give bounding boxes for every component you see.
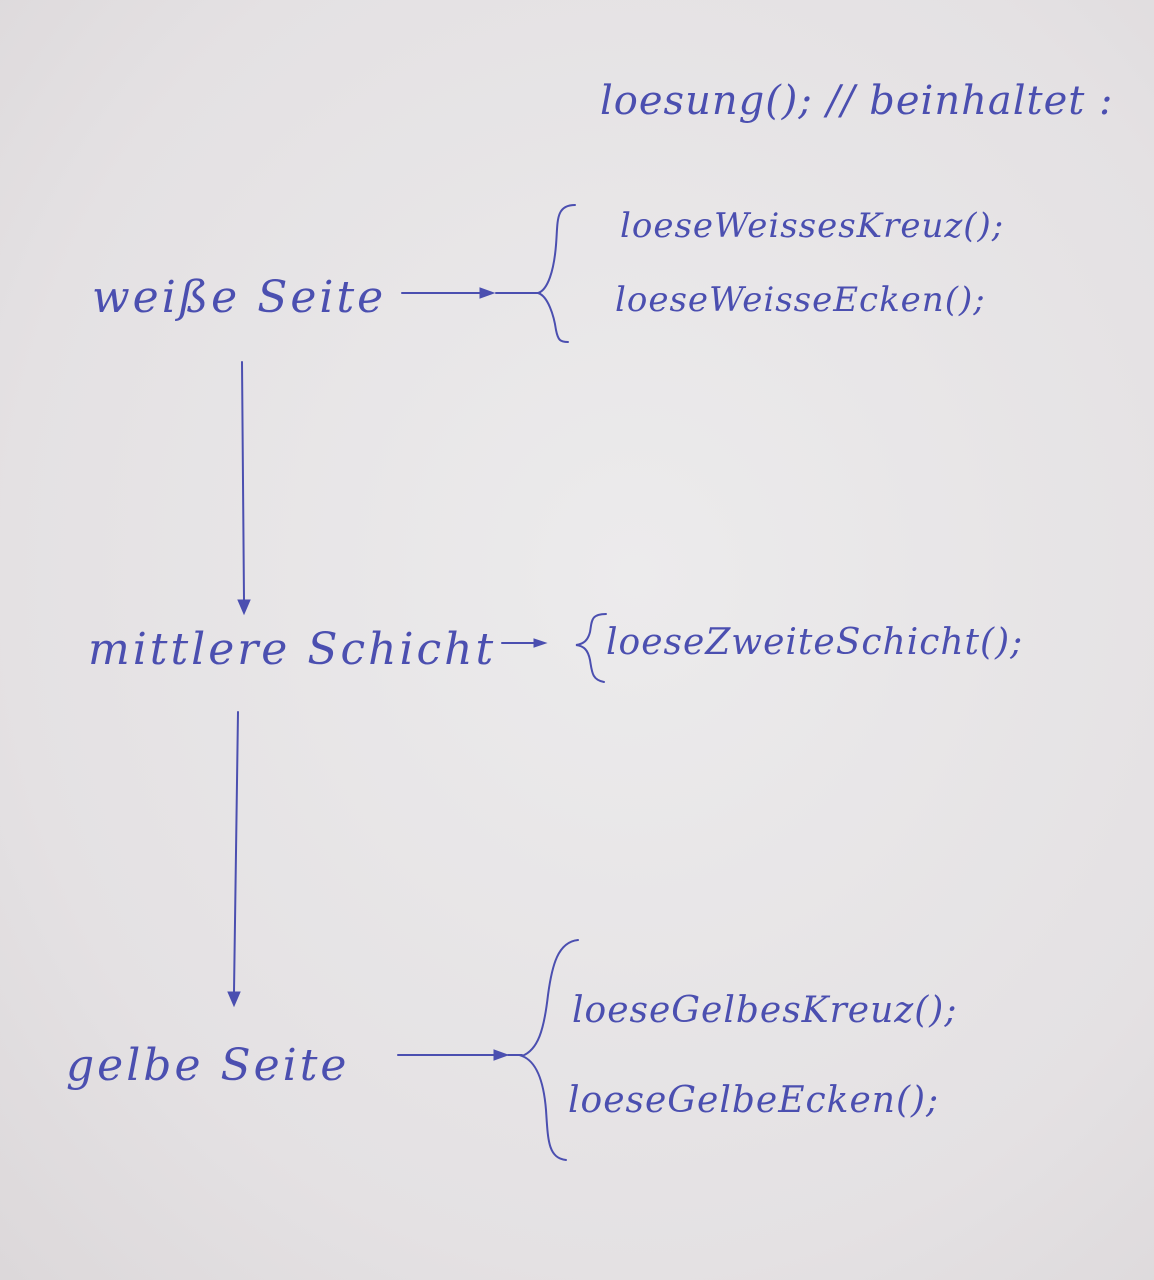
- arrow-white-to-middle: [241, 361, 245, 601]
- arrow-middle-to-yellow: [233, 711, 239, 993]
- brace-middle: [575, 613, 607, 683]
- arrow-head-down-1: [237, 599, 251, 616]
- function-label: loeseGelbeEcken();: [568, 1080, 940, 1121]
- arrow-head-middle: [533, 638, 548, 648]
- brace-white: [534, 204, 576, 343]
- function-label: loeseZweiteSchicht();: [606, 622, 1024, 663]
- function-label: loeseGelbesKreuz();: [572, 990, 958, 1031]
- function-label: loeseWeisseEcken();: [615, 280, 986, 320]
- arrow-head-yellow: [493, 1049, 510, 1061]
- function-label: loeseWeissesKreuz();: [620, 206, 1005, 246]
- node-yellow-side: gelbe Seite: [66, 1040, 350, 1091]
- arrow-head-white: [479, 287, 496, 299]
- brace-yellow: [519, 939, 579, 1161]
- node-white-side: weiße Seite: [92, 272, 387, 323]
- diagram-title: loesung(); // beinhaltet :: [600, 78, 1114, 124]
- node-middle-layer: mittlere Schicht: [88, 624, 497, 675]
- arrow-head-down-2: [227, 991, 241, 1008]
